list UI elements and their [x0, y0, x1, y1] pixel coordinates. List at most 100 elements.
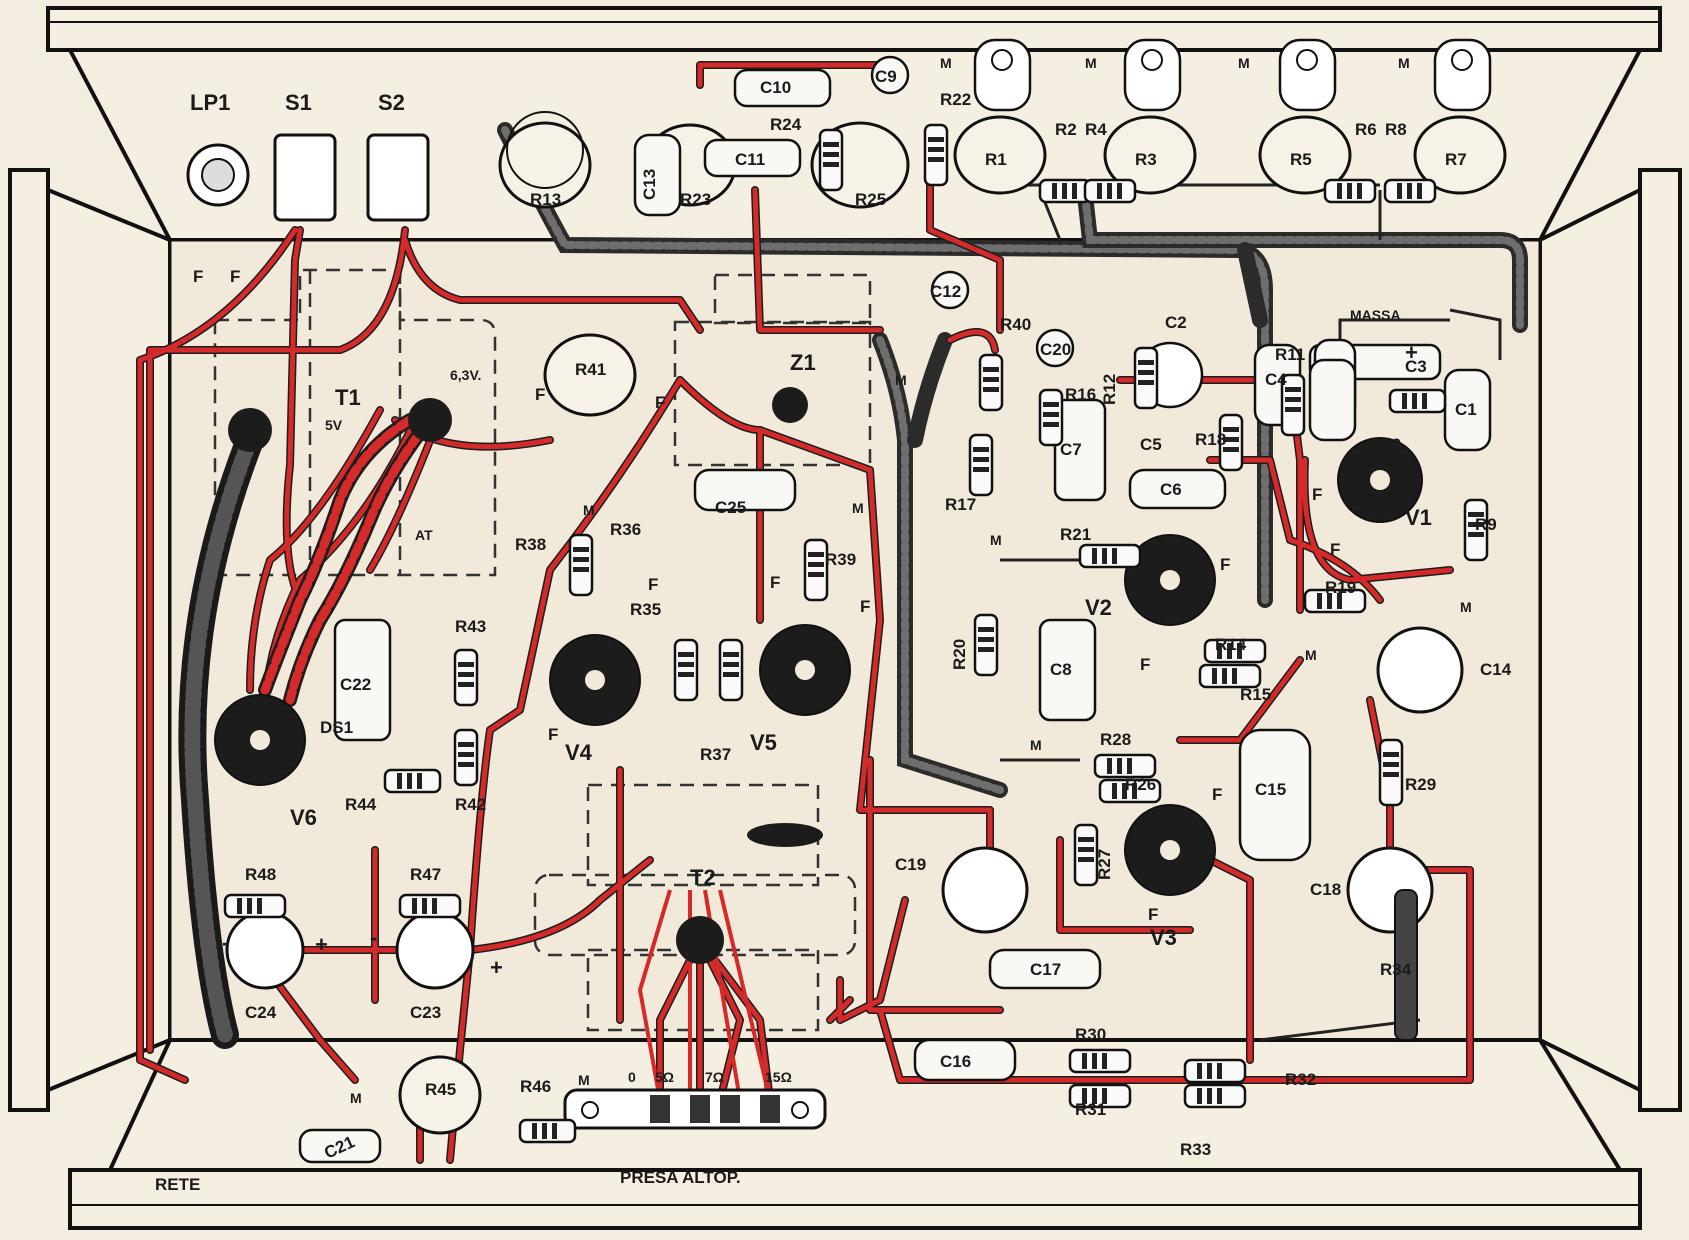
resistor-band [458, 742, 474, 747]
resistor-body [973, 613, 999, 677]
label-r31: R31 [1075, 1100, 1106, 1119]
resistor-body [923, 123, 949, 187]
label-tap-m: M [578, 1072, 590, 1088]
label-v1: V1 [1405, 505, 1432, 530]
cap-c6 [1128, 468, 1227, 510]
resistor-band [723, 662, 739, 667]
resistor-band [1092, 548, 1097, 564]
resistor-body [818, 128, 844, 192]
z1-top [713, 273, 872, 325]
label-f-marker: F [1330, 540, 1340, 559]
resistor-band [983, 387, 999, 392]
resistor-band [1138, 370, 1154, 375]
label-r11: R11 [1275, 345, 1305, 364]
label-r43: R43 [455, 617, 486, 636]
switch-s1 [273, 133, 337, 222]
cap-c19 [941, 846, 1029, 934]
resistor-band [1468, 522, 1484, 527]
resistor-band [1082, 1053, 1087, 1069]
label-f-marker: F [860, 597, 870, 616]
t1-grommet-left [228, 408, 272, 452]
resistor-body [978, 353, 1004, 412]
cap-c17 [988, 948, 1102, 990]
label-r8: R8 [1385, 120, 1407, 139]
label-f-marker: F [1212, 785, 1222, 804]
resistor-band [678, 672, 694, 677]
resistor-band [542, 1123, 547, 1139]
label-s2: S2 [378, 90, 405, 115]
resistor-body [1093, 753, 1157, 779]
label-c23: C23 [410, 1003, 441, 1022]
label-plus: + [1405, 340, 1418, 365]
label-r44: R44 [345, 795, 377, 814]
cap-c14 [1376, 626, 1464, 714]
label-m-marker: M [583, 502, 595, 518]
resistor-band [1107, 758, 1112, 774]
resistor-band [1197, 1088, 1202, 1104]
tube-socket-v1 [1337, 437, 1423, 523]
label-f-marker: F [655, 393, 665, 412]
label-r34: R34 [1380, 960, 1412, 979]
resistor-band [1207, 1063, 1212, 1079]
resistor-band [1122, 783, 1127, 799]
label-f-marker: F [548, 725, 558, 744]
label-m-marker: M [350, 1090, 362, 1106]
label-r36: R36 [610, 520, 641, 539]
resistor-band [928, 147, 944, 152]
label-c6: C6 [1160, 480, 1182, 499]
cap-c23 [395, 910, 475, 990]
label-c17: C17 [1030, 960, 1061, 979]
label-r39: R39 [825, 550, 856, 569]
resistor-band [973, 447, 989, 452]
resistor-body [1198, 663, 1262, 689]
chassis [8, 6, 1682, 1230]
label-f-marker: F [1148, 905, 1158, 924]
label-r21: R21 [1060, 525, 1091, 544]
label-m-marker: M [1398, 55, 1410, 71]
resistor-band [1082, 1088, 1087, 1104]
resistor-band [928, 137, 944, 142]
resistor-band [1207, 1088, 1212, 1104]
label-r37: R37 [700, 745, 731, 764]
resistor-band [1383, 772, 1399, 777]
resistor-band [1102, 1088, 1107, 1104]
resistor-body [1183, 1058, 1247, 1084]
resistor-band [723, 672, 739, 677]
resistor-band [823, 162, 839, 167]
label-r38: R38 [515, 535, 546, 554]
label-m-marker: M [1238, 55, 1250, 71]
resistor-band [1407, 183, 1412, 199]
label-f-marker: F [230, 267, 240, 286]
resistor-body [398, 893, 462, 919]
resistor-band [1412, 393, 1417, 409]
label-t1: T1 [335, 385, 361, 410]
label-t2: T2 [690, 865, 716, 890]
cap-c8 [1038, 618, 1097, 722]
resistor-band [573, 567, 589, 572]
cap-c12 [930, 270, 970, 310]
resistor-band [1383, 752, 1399, 757]
resistor-band [978, 647, 994, 652]
label-c18: C18 [1310, 880, 1341, 899]
label-c25: C25 [715, 498, 746, 517]
resistor-band [1422, 393, 1427, 409]
label-f-marker: F [1140, 655, 1150, 674]
resistor-r34-body [1394, 889, 1418, 1041]
label-r5: R5 [1290, 150, 1312, 169]
resistor-band [458, 752, 474, 757]
cap-c18 [1346, 846, 1434, 934]
label-r24: R24 [770, 115, 802, 134]
z1-grommet [772, 387, 808, 423]
label-r46: R46 [520, 1077, 551, 1096]
label-f-marker: F [1220, 555, 1230, 574]
speaker-terminal-strip [563, 1088, 827, 1130]
resistor-band [1138, 360, 1154, 365]
pot-r3 [1103, 38, 1197, 195]
pot-r41 [543, 333, 637, 417]
label-r26: R26 [1125, 775, 1156, 794]
label-c11: C11 [735, 150, 765, 169]
resistor-band [978, 627, 994, 632]
label-c10: C10 [760, 78, 791, 97]
pot-r13 [498, 111, 592, 209]
label-r45: R45 [425, 1080, 456, 1099]
